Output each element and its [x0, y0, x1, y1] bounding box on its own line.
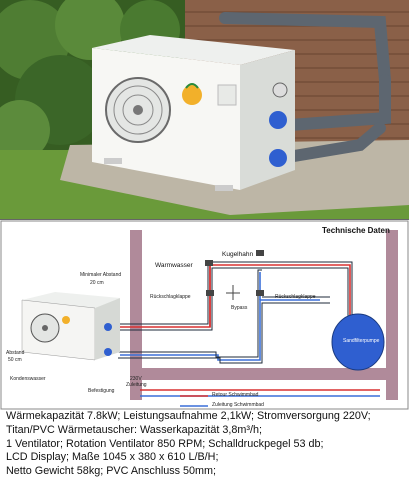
spec-line: Wärmekapazität 7.8kW; Leistungsaufnahme …: [6, 410, 371, 422]
label-abstand-left: Abstand: [6, 350, 25, 356]
label-kondenswasser: Kondenswasser: [10, 376, 46, 382]
label-bypass: Bypass: [231, 305, 248, 311]
label-230v: 230V: [130, 376, 142, 382]
spec-line: 1 Ventilator; Rotation Ventilator 850 RP…: [6, 437, 324, 450]
label-kugelhahn: Kugelhahn: [222, 251, 254, 258]
label-zuleitung-small: Zuleitung: [126, 382, 147, 388]
label-min-abstand: Minimaler Abstand: [80, 272, 122, 278]
heat-pump-photo: [0, 0, 409, 220]
label-abstand-left-val: 50 cm: [8, 357, 22, 363]
legend-zuleitung: Zuleitung Schwimmbad: [212, 402, 264, 408]
spec-line: Titan/PVC Wärmetauscher: Wasserkapazität…: [6, 423, 263, 436]
diagram-title: Technische Daten: [322, 226, 390, 235]
spec-line: Netto Gewicht 58kg; PVC Anschluss 50mm;: [6, 465, 217, 478]
legend-retour: Retour Schwimmbad: [212, 392, 259, 398]
spec-line: LCD Display; Maße 1045 x 380 x 610 L/B/H…: [6, 451, 219, 464]
label-rueckschlagklappe-right: Rückschlagklappe: [275, 294, 316, 300]
label-rueckschlagklappe-left: Rückschlagklappe: [150, 294, 191, 300]
label-warmwasser: Warmwasser: [155, 262, 193, 269]
label-befestigung: Befestigung: [88, 388, 115, 394]
label-min-abstand-val: 20 cm: [90, 280, 104, 286]
spec-text: Wärmekapazität 7.8kW; Leistungsaufnahme …: [6, 410, 406, 479]
installation-diagram: [0, 220, 409, 410]
label-sandfilterpumpe: Sandfilterpumpe: [343, 338, 380, 344]
